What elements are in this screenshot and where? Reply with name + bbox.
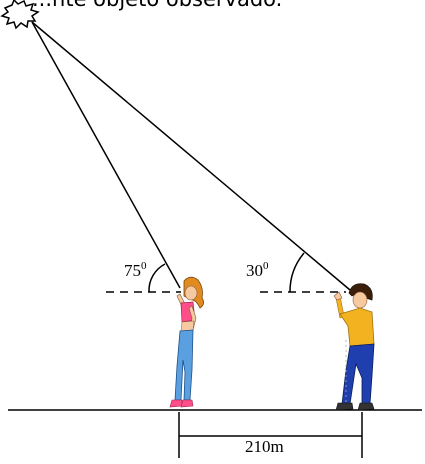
left-observer bbox=[169, 276, 204, 408]
right-sight-line bbox=[31, 21, 351, 291]
distance-measure bbox=[178, 412, 363, 458]
left-angle-arc bbox=[148, 263, 166, 293]
caption-text: ...nte objeto observado. bbox=[32, 0, 282, 11]
left-angle-label: 750 bbox=[124, 260, 147, 280]
right-observer bbox=[333, 283, 375, 411]
right-angle-label: 300 bbox=[246, 260, 269, 280]
starburst-icon bbox=[0, 0, 40, 30]
distance-label: 210m bbox=[245, 437, 284, 456]
left-sight-line bbox=[31, 21, 181, 289]
right-angle-arc bbox=[289, 252, 305, 293]
